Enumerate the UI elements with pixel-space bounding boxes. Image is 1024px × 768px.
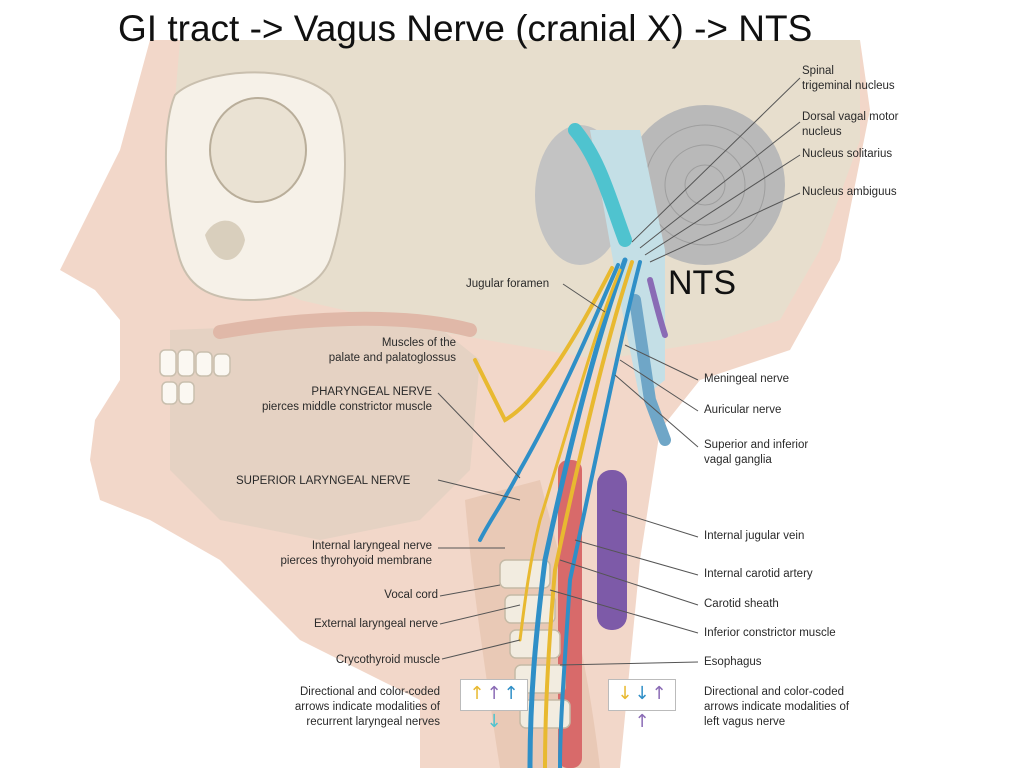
orbit — [209, 97, 307, 203]
nasal-cavity — [205, 220, 245, 260]
leader-lines — [437, 77, 801, 666]
label-internal-laryngeal: Internal laryngeal nerve pierces thyrohy… — [280, 540, 433, 567]
label-dorsal-vagal: Dorsal vagal motor nucleus — [802, 111, 899, 138]
jaw-region — [170, 320, 480, 540]
internal-jugular-vein — [597, 470, 627, 630]
palate — [213, 311, 477, 339]
label-jugular-foramen: Jugular foramen — [466, 278, 550, 290]
label-inferior-constrictor: Inferior constrictor muscle — [704, 627, 836, 639]
arrow-legend-right: ↓↓↑↑ — [608, 679, 676, 732]
label-nucleus-ambiguus: Nucleus ambiguus — [802, 186, 897, 198]
label-spinal-trigeminal: Spinal trigeminal nucleus — [802, 65, 895, 92]
nts-label: NTS — [668, 264, 736, 302]
arrow-up-icon: ↑ — [469, 683, 485, 704]
spinal-cord — [629, 294, 671, 446]
label-meningeal-nerve: Meningeal nerve — [704, 373, 790, 385]
teeth — [159, 349, 231, 405]
label-crycothyroid: Crycothyroid muscle — [335, 654, 440, 666]
arrow-up-icon: ↑ — [486, 683, 502, 704]
brainstem-cyan — [568, 123, 632, 247]
cerebellum — [625, 105, 785, 265]
label-vagal-ganglia: Superior and inferior vagal ganglia — [704, 439, 809, 466]
arrow-up-icon: ↑ — [503, 683, 519, 704]
arrow-up-icon: ↑ — [634, 711, 650, 732]
label-esophagus: Esophagus — [704, 656, 762, 668]
label-directional-right: Directional and color-coded arrows indic… — [704, 686, 850, 728]
arrow-down-icon: ↓ — [634, 683, 650, 704]
label-pharyngeal-nerve: PHARYNGEAL NERVE pierces middle constric… — [261, 386, 432, 413]
label-directional-left: Directional and color-coded arrows indic… — [294, 686, 440, 728]
label-internal-jugular-vein: Internal jugular vein — [704, 530, 805, 542]
label-carotid-sheath: Carotid sheath — [704, 598, 779, 610]
label-nucleus-solitarius: Nucleus solitarius — [802, 148, 893, 160]
vagus-nerve-bundle — [473, 257, 668, 768]
arrow-legend-left: ↑↑↑↓ — [460, 679, 528, 732]
label-superior-laryngeal: SUPERIOR LARYNGEAL NERVE — [236, 475, 411, 487]
label-internal-carotid-artery: Internal carotid artery — [704, 568, 813, 580]
label-auricular-nerve: Auricular nerve — [704, 404, 782, 416]
arrow-down-icon: ↓ — [486, 711, 502, 732]
arrow-down-icon: ↓ — [617, 683, 633, 704]
label-muscles-palate: Muscles of the palate and palatoglossus — [328, 337, 456, 364]
label-external-laryngeal: External laryngeal nerve — [313, 618, 438, 630]
slide-title: GI tract -> Vagus Nerve (cranial X) -> N… — [118, 8, 813, 49]
arrow-up-icon: ↑ — [651, 683, 667, 704]
label-vocal-cord: Vocal cord — [384, 589, 438, 601]
